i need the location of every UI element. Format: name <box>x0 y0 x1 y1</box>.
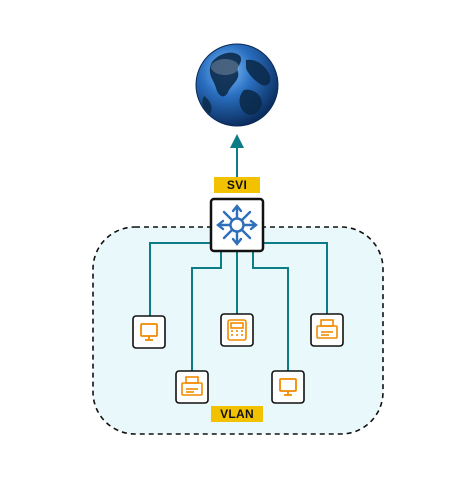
endpoint-monitor-left <box>132 315 166 349</box>
monitor-icon <box>140 323 158 341</box>
endpoint-ip-phone <box>220 313 254 347</box>
endpoint-printer-right <box>310 313 344 347</box>
printer-icon <box>181 376 203 396</box>
vlan-links <box>149 242 328 371</box>
link-monitor-right <box>252 252 289 371</box>
layer3-switch <box>209 197 265 253</box>
ip-phone-icon <box>227 319 247 341</box>
printer-icon <box>316 319 338 339</box>
link-printer-left <box>191 252 222 371</box>
endpoint-printer-left <box>175 370 209 404</box>
vlan-label: VLAN <box>211 406 263 422</box>
globe-icon <box>195 43 279 127</box>
svi-label: SVI <box>214 177 260 193</box>
monitor-icon <box>279 378 297 396</box>
layer3-switch-icon <box>216 204 258 246</box>
link-printer-right <box>263 242 328 314</box>
link-monitor-left <box>149 242 211 316</box>
endpoint-monitor-right <box>271 370 305 404</box>
